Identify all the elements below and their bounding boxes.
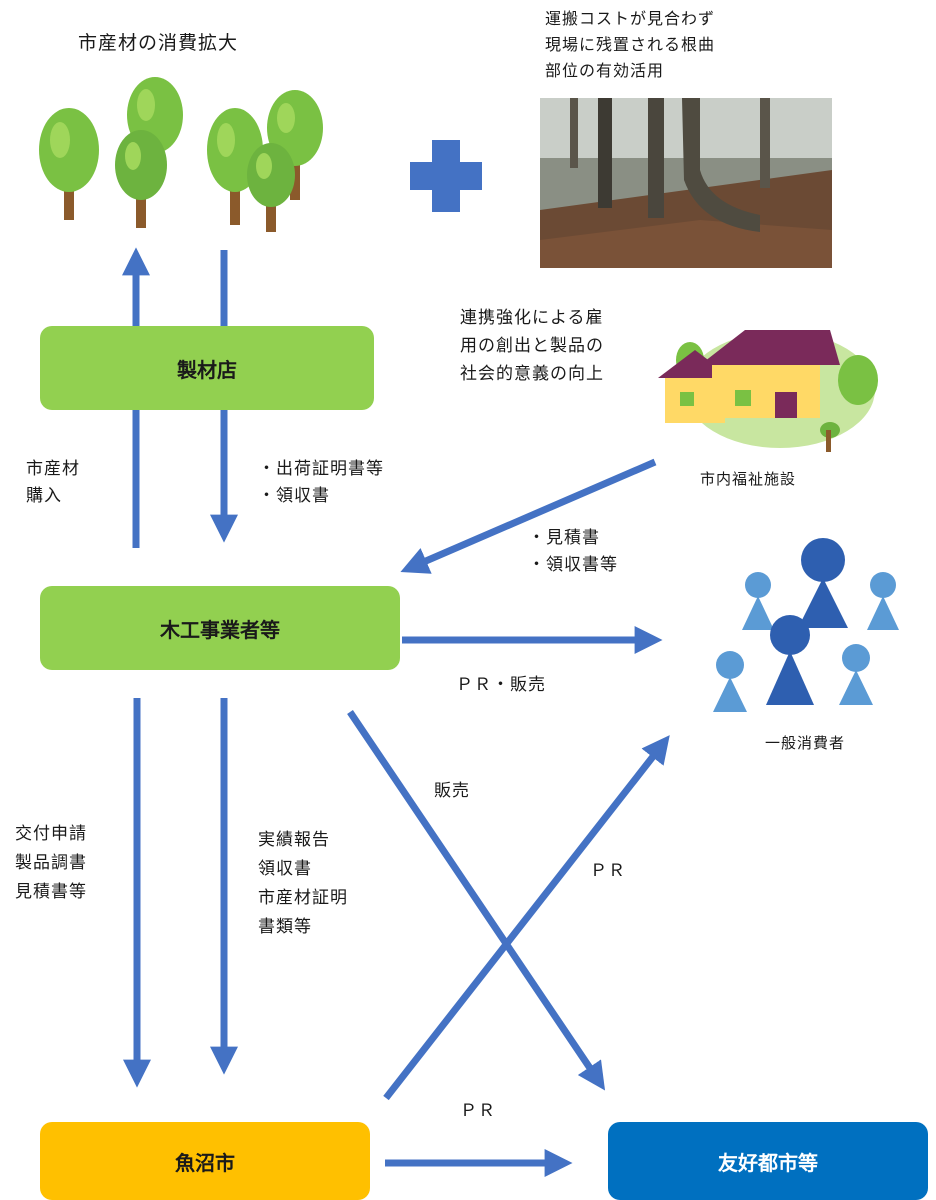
edge-label-purchase: 市産材 購入 [26, 459, 80, 506]
plus-icon [410, 140, 482, 212]
node-woodworkers: 木工事業者等 [40, 586, 400, 670]
edge-label-sales: 販売 [434, 781, 470, 801]
node-friendship-cities: 友好都市等 [608, 1122, 928, 1200]
arrow-pr-consumers [383, 735, 670, 1101]
edge-label-pr-friendship: ＰＲ [460, 1101, 496, 1121]
edge-label-shipping: ・出荷証明書等 ・領収書 [258, 459, 384, 506]
photo-caption: 運搬コストが見合わず 現場に残置される根曲 部位の有効活用 [545, 9, 716, 80]
page-title: 市産材の消費拡大 [78, 32, 239, 54]
welfare-note: 連携強化による雇 用の創出と製品の 社会的意義の向上 [460, 308, 604, 384]
house-icon [658, 330, 878, 452]
general-consumers-label: 一般消費者 [765, 734, 846, 752]
edge-label-application: 交付申請 製品調書 見積書等 [15, 824, 87, 902]
welfare-facility-label: 市内福祉施設 [700, 470, 797, 488]
people-icon [713, 538, 899, 712]
edge-label-estimate: ・見積書 ・領収書等 [528, 528, 618, 575]
edge-label-pr-consumers: ＰＲ [590, 861, 626, 881]
node-uonuma: 魚沼市 [40, 1122, 370, 1200]
forest-photo [540, 98, 832, 268]
arrow-welfare [400, 458, 657, 574]
tree-icon [39, 77, 323, 232]
node-sawmill: 製材店 [40, 326, 374, 410]
edge-label-report: 実績報告 領収書 市産材証明 書類等 [258, 830, 348, 937]
edge-label-pr-sales: ＰＲ・販売 [456, 675, 546, 695]
arrow-sales [347, 710, 606, 1091]
